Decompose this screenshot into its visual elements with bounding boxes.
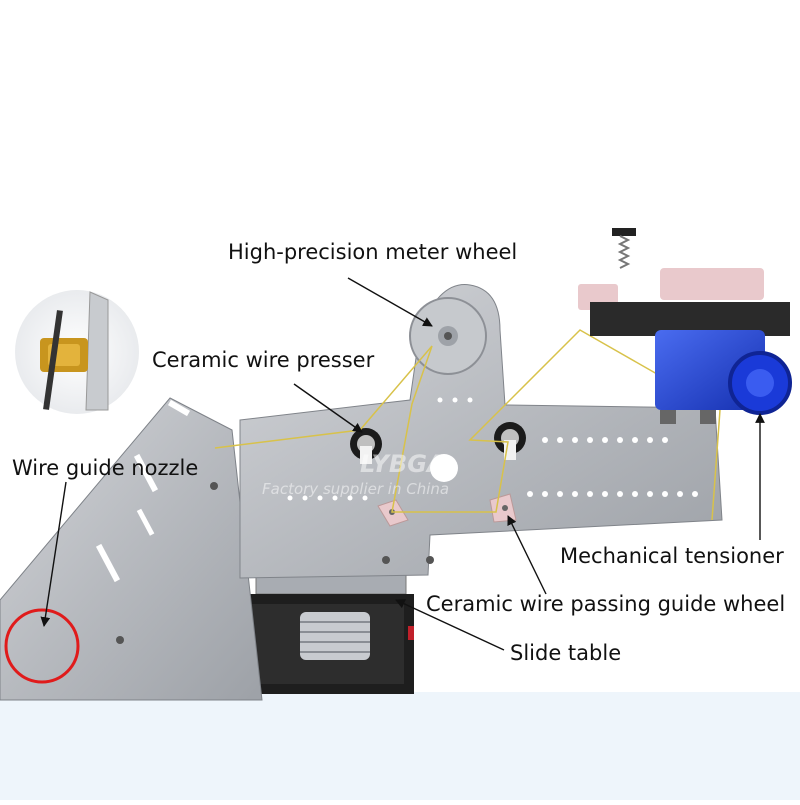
wire-presser-left <box>350 428 382 464</box>
meter-wheel-pointer <box>347 277 433 327</box>
main-plate <box>239 284 723 579</box>
watermark-tagline: Factory supplier in China <box>262 480 449 498</box>
label-guide-nozzle: Wire guide nozzle <box>12 456 199 480</box>
label-wire-presser: Ceramic wire presser <box>152 348 375 372</box>
slide-table <box>238 569 414 694</box>
callout-lines <box>40 277 765 651</box>
watermark: LYBGA Factory supplier in China <box>262 450 449 498</box>
wire-presser-pointer <box>293 383 363 433</box>
label-tensioner: Mechanical tensioner <box>560 544 784 568</box>
wire-path <box>214 329 721 521</box>
label-meter-wheel: High-precision meter wheel <box>228 240 518 264</box>
label-slide-table: Slide table <box>510 641 622 665</box>
meter-wheel <box>409 297 487 375</box>
bottom-band <box>0 692 800 800</box>
guide-wheel-pointer <box>507 515 547 595</box>
label-guide-wheel: Ceramic wire passing guide wheel <box>426 592 786 616</box>
watermark-brand: LYBGA <box>360 450 446 478</box>
left-angled-plate <box>0 397 263 701</box>
slide-table-pointer <box>395 599 505 651</box>
nozzle-pointer <box>40 481 67 627</box>
nozzle-inset <box>15 290 139 414</box>
mechanical-tensioner <box>578 228 792 424</box>
nozzle-highlight-circle <box>4 608 80 684</box>
